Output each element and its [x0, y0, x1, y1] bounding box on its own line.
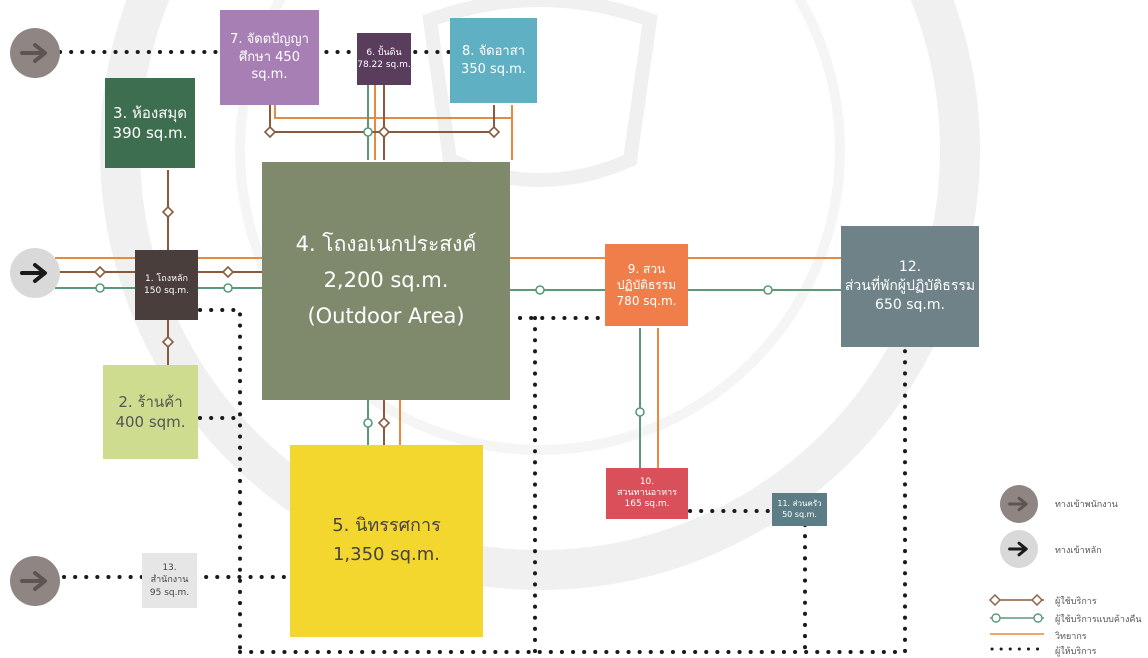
room-note: (Outdoor Area): [307, 303, 465, 328]
room-title: 10.: [639, 476, 655, 487]
room-title: 4. โถงอเนกประสงค์: [295, 232, 477, 257]
legend-service-provider-label: ผู้ให้บริการ: [1055, 647, 1097, 657]
room-area: 400 sqm.: [115, 413, 186, 431]
room-area: ปฏิบัติธรรม: [616, 277, 677, 292]
room-title: 13.: [162, 563, 177, 574]
arrow-right-icon: [20, 571, 47, 591]
room-area: ศึกษา 450 sq.m.: [239, 49, 300, 83]
room-title: 7. จัดตปัญญา: [230, 32, 309, 48]
legend-lecturer-line: [990, 633, 1044, 635]
staff-entrance-arrow-top: [10, 28, 60, 78]
room-area: 390 sq.m.: [112, 124, 188, 142]
legend-overnight-label: ผู้ใช้บริการแบบค้างคืน: [1055, 615, 1142, 625]
room-exhibition: 5. นิทรรศการ 1,350 sq.m.: [290, 445, 483, 637]
legend-staff-entrance-icon: [1000, 485, 1038, 523]
room-title: 6. ปั้นดิน: [366, 47, 402, 58]
legend-main-entrance-label: ทางเข้าหลัก: [1055, 546, 1102, 556]
room-area: 78.22 sq.m.: [357, 60, 411, 70]
room-multipurpose: 4. โถงอเนกประสงค์ 2,200 sq.m. (Outdoor A…: [262, 162, 510, 400]
room-office: 13. สำนักงาน 95 sq.m.: [142, 553, 197, 608]
room-area: ส่วนที่พักผู้ปฏิบัติธรรม: [844, 278, 976, 295]
main-entrance-arrow: [10, 248, 60, 298]
room-dining-garden: 10. สวนทานอาหาร 165 sq.m.: [606, 468, 688, 519]
room-main-hall: 1. โถงหลัก 150 sq.m.: [135, 250, 198, 320]
room-area: 350 sq.m.: [461, 61, 526, 77]
room-area: สำนักงาน: [150, 575, 189, 586]
legend-service-line: [989, 594, 1044, 606]
room-extra: 780 sq.m.: [616, 294, 677, 309]
room-shop: 2. ร้านค้า 400 sqm.: [103, 365, 198, 459]
room-wisdom-hall: 7. จัดตปัญญา ศึกษา 450 sq.m.: [220, 10, 319, 105]
room-area: 2,200 sq.m.: [323, 268, 449, 293]
room-title: 8. จัดอาสา: [462, 43, 525, 59]
room-title: 2. ร้านค้า: [118, 392, 183, 411]
room-practitioner-lodging: 12. ส่วนที่พักผู้ปฏิบัติธรรม 650 sq.m.: [841, 226, 979, 347]
legend-lecturer-label: วิทยากร: [1055, 632, 1087, 642]
room-pavilion: 8. จัดอาสา 350 sq.m.: [450, 18, 537, 103]
room-extra: 650 sq.m.: [875, 296, 945, 313]
legend-main-entrance-icon: [1000, 530, 1038, 568]
room-title: 9. สวน: [627, 261, 666, 276]
legend-overnight-line: [990, 613, 1044, 623]
room-title: 3. ห้องสมุด: [112, 103, 188, 122]
room-extra: 95 sq.m.: [149, 587, 190, 598]
room-kitchen: 11. ส่วนครัว 50 sq.m.: [772, 493, 827, 526]
legend-staff-entrance-label: ทางเข้าพนักงาน: [1055, 500, 1118, 510]
room-meditation-garden: 9. สวน ปฏิบัติธรรม 780 sq.m.: [605, 244, 688, 326]
room-area: 50 sq.m.: [782, 509, 817, 519]
room-title: 1. โถงหลัก: [144, 273, 189, 284]
room-title: 5. นิทรรศการ: [332, 515, 441, 537]
staff-entrance-arrow-bottom: [10, 556, 60, 606]
room-title: 12.: [898, 259, 922, 276]
room-title: 11. ส่วนครัว: [777, 498, 822, 508]
legend-service-label: ผู้ใช้บริการ: [1055, 597, 1097, 607]
room-area: สวนทานอาหาร: [616, 487, 678, 498]
room-stupa: 6. ปั้นดิน 78.22 sq.m.: [357, 33, 411, 85]
room-library: 3. ห้องสมุด 390 sq.m.: [105, 78, 195, 168]
room-extra: 165 sq.m.: [624, 499, 670, 510]
room-area: 1,350 sq.m.: [332, 544, 441, 565]
arrow-right-icon: [20, 43, 47, 63]
arrow-right-icon: [20, 263, 47, 283]
room-area: 150 sq.m.: [144, 286, 189, 296]
legend-service-provider-line: [990, 647, 1046, 651]
